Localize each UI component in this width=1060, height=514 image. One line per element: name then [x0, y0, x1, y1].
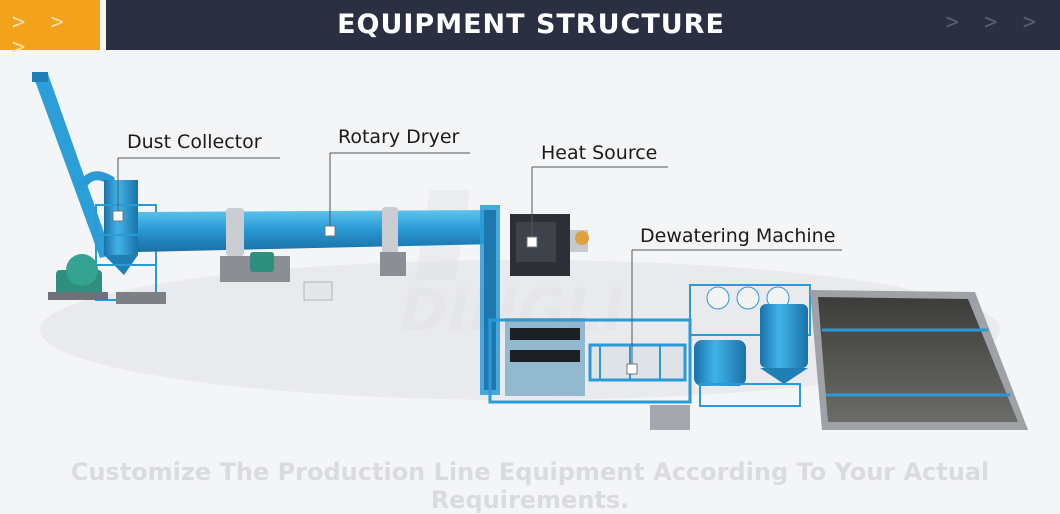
- dewatering-machine: [488, 318, 692, 430]
- storage-tanks: [689, 284, 811, 407]
- chevrons-left-icon: > > >: [12, 10, 70, 60]
- callout-lines: [117, 152, 842, 368]
- label-dust-collector: Dust Collector: [127, 131, 262, 153]
- sedimentation-pit: [810, 290, 1028, 430]
- rotary-dryer: [138, 207, 496, 301]
- dust-collector: [32, 72, 166, 304]
- equipment-diagram: DINGLI: [0, 50, 1060, 500]
- label-rotary-dryer: Rotary Dryer: [338, 126, 460, 148]
- header-bar: > > > EQUIPMENT STRUCTURE > > >: [0, 0, 1060, 60]
- label-dewatering-machine: Dewatering Machine: [640, 225, 836, 247]
- belt-conveyor: [480, 205, 500, 395]
- chevrons-right-icon: > > >: [945, 10, 1042, 35]
- header-title-bar: [106, 0, 1060, 50]
- page-title: EQUIPMENT STRUCTURE: [337, 9, 725, 40]
- header-accent-block: > > >: [0, 0, 100, 60]
- equipment-illustration: DINGLI: [32, 72, 1028, 430]
- footer-caption: Customize The Production Line Equipment …: [70, 458, 990, 514]
- heat-source: [510, 214, 589, 276]
- callout-markers: [112, 210, 638, 375]
- label-heat-source: Heat Source: [541, 142, 658, 164]
